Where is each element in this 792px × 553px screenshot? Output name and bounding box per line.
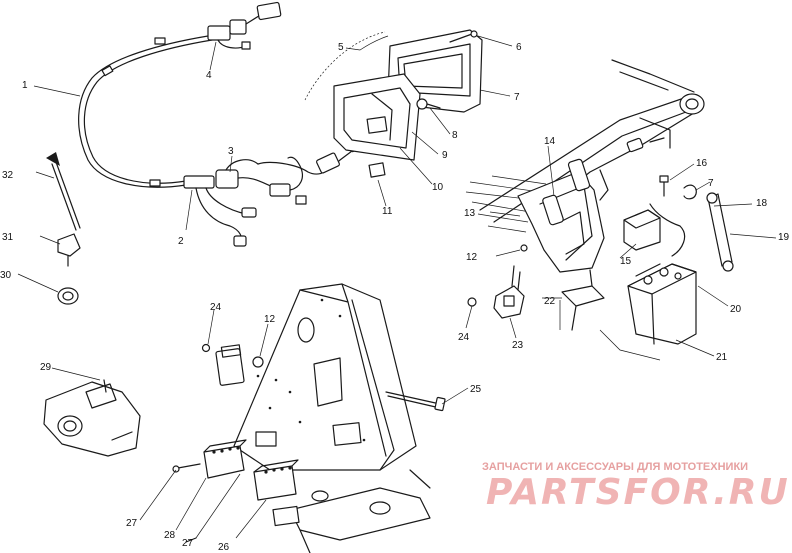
callout-11: 11 bbox=[382, 206, 393, 217]
bolt-25 bbox=[385, 391, 446, 412]
callout-1: 1 bbox=[22, 80, 28, 91]
callout-26: 26 bbox=[218, 542, 230, 553]
callout-25: 25 bbox=[470, 384, 482, 395]
callout-13: 13 bbox=[464, 208, 476, 219]
watermark-logo: PARTSFOR.RU bbox=[486, 472, 790, 513]
callout-24: 24 bbox=[210, 302, 222, 313]
housing-29 bbox=[43, 379, 141, 457]
callout-30: 30 bbox=[0, 270, 12, 281]
sensor-31 bbox=[57, 233, 81, 267]
callout-6: 6 bbox=[516, 42, 522, 53]
callout-12-right: 12 bbox=[466, 252, 478, 263]
callout-22: 22 bbox=[544, 296, 556, 307]
rear-frame bbox=[465, 59, 705, 331]
callout-31: 31 bbox=[2, 232, 14, 243]
probe-32 bbox=[46, 152, 81, 231]
connector-4 bbox=[207, 1, 282, 50]
callout-20: 20 bbox=[730, 304, 742, 315]
connector-2 bbox=[195, 187, 257, 247]
nut-24-right bbox=[467, 297, 477, 307]
callout-27: 27 bbox=[126, 518, 138, 529]
callout-7: 7 bbox=[514, 92, 520, 103]
callout-24-right: 24 bbox=[458, 332, 470, 343]
watermark-tagline: ЗАПЧАСТИ И АКСЕССУАРЫ ДЛЯ МОТОТЕХНИКИ bbox=[482, 461, 748, 473]
callout-2: 2 bbox=[178, 236, 184, 247]
callout-4: 4 bbox=[206, 70, 212, 81]
clip-11 bbox=[368, 162, 386, 178]
callout-5: 5 bbox=[338, 42, 344, 53]
module-24 bbox=[201, 343, 264, 386]
clamp-30 bbox=[57, 287, 79, 305]
mount-22 bbox=[561, 285, 605, 307]
callout-9: 9 bbox=[442, 150, 448, 161]
callout-15: 15 bbox=[620, 256, 632, 267]
tail-base bbox=[333, 73, 421, 161]
callout-14: 14 bbox=[544, 136, 556, 147]
battery-cover bbox=[623, 209, 661, 251]
watermark: ЗАПЧАСТИ И АКСЕССУАРЫ ДЛЯ МОТОТЕХНИКИ PA… bbox=[482, 461, 790, 513]
callout-27-lower: 27 bbox=[182, 538, 194, 549]
screw-27 bbox=[177, 463, 201, 469]
callout-labels: 1 2 3 4 5 6 7 8 9 10 11 13 14 12 15 16 7… bbox=[0, 42, 790, 553]
callout-18: 18 bbox=[756, 198, 768, 209]
screw-12-right bbox=[520, 244, 528, 252]
callout-21: 21 bbox=[716, 352, 728, 363]
callout-8: 8 bbox=[452, 130, 458, 141]
callout-16: 16 bbox=[696, 158, 708, 169]
callout-23: 23 bbox=[512, 340, 524, 351]
callout-10: 10 bbox=[432, 182, 444, 193]
battery-group bbox=[623, 175, 734, 345]
harness-clip bbox=[154, 37, 166, 45]
callout-29: 29 bbox=[40, 362, 52, 373]
leader-lines bbox=[17, 35, 777, 539]
relay-26 bbox=[253, 459, 299, 501]
bulb-8 bbox=[416, 98, 428, 110]
callout-12: 12 bbox=[264, 314, 276, 325]
battery-strap bbox=[707, 193, 733, 267]
callout-7-right: 7 bbox=[708, 178, 714, 189]
callout-32: 32 bbox=[2, 170, 14, 181]
relay-28 bbox=[203, 439, 247, 479]
switch-23 bbox=[493, 265, 525, 319]
callout-3: 3 bbox=[228, 146, 234, 157]
tail-light-assembly bbox=[304, 29, 483, 178]
callout-28: 28 bbox=[164, 530, 176, 541]
wiring-harness bbox=[78, 1, 363, 247]
callout-19: 19 bbox=[778, 232, 790, 243]
mounting-panel bbox=[233, 283, 431, 553]
connector-3 bbox=[183, 137, 363, 205]
